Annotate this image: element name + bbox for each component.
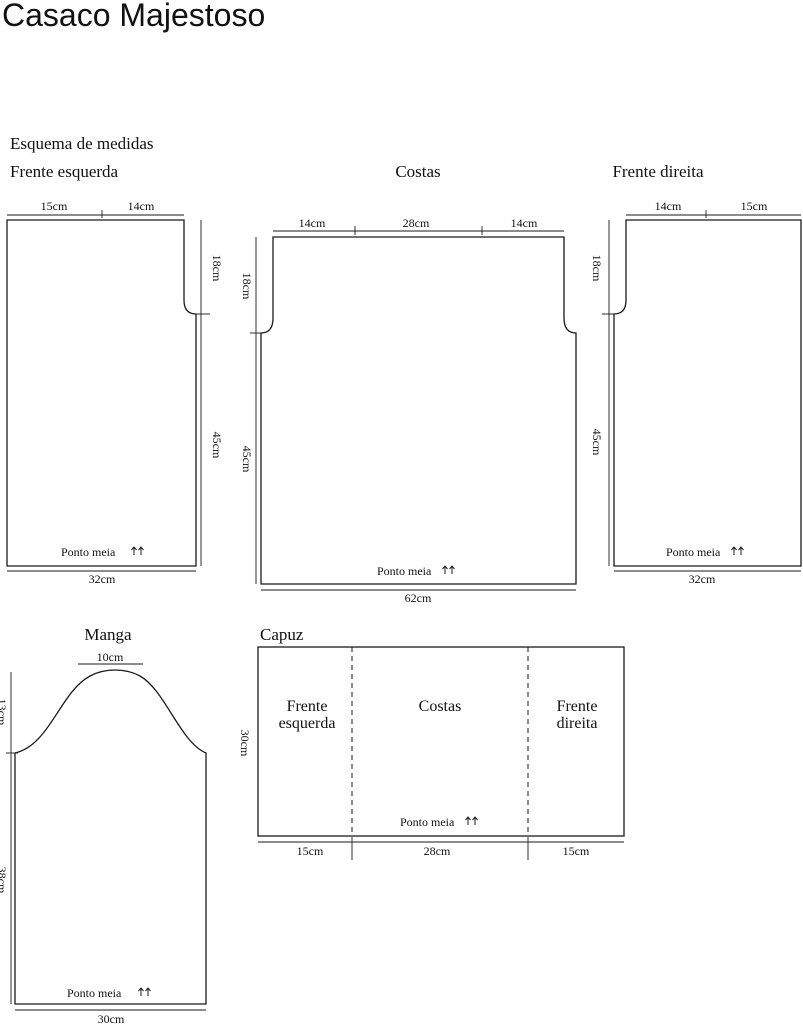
hood-height-label: 30cm bbox=[238, 730, 252, 757]
right-front-bottom-label: 32cm bbox=[689, 572, 716, 586]
back-stitch-label: Ponto meia bbox=[377, 564, 432, 578]
sleeve-bottom-label: 30cm bbox=[98, 1012, 125, 1024]
hood-left-section-label-1: Frente bbox=[287, 698, 328, 715]
left-front-top-left-label: 15cm bbox=[41, 199, 68, 213]
back-outline bbox=[260, 236, 577, 585]
right-front-armhole-label: 18cm bbox=[590, 255, 604, 282]
knit-arrows-icon bbox=[131, 546, 144, 556]
back-side-label: 45cm bbox=[240, 446, 254, 473]
right-front-title: Frente direita bbox=[612, 162, 704, 181]
hood-title: Capuz bbox=[260, 625, 304, 644]
back-piece: Costas 14cm 28cm 14cm 18cm 45cm Ponto me… bbox=[240, 162, 577, 605]
knit-arrows-icon bbox=[731, 546, 744, 556]
right-front-top-left-label: 14cm bbox=[655, 199, 682, 213]
sleeve-cap-height-label: 13cm bbox=[0, 699, 9, 726]
sleeve-piece: Manga 10cm 13cm 38cm Ponto meia 30cm bbox=[0, 625, 207, 1024]
left-front-stitch-label: Ponto meia bbox=[61, 545, 116, 559]
right-front-top-right-label: 15cm bbox=[741, 199, 768, 213]
left-front-title: Frente esquerda bbox=[10, 162, 119, 181]
left-front-bottom-label: 32cm bbox=[89, 572, 116, 586]
knit-arrows-icon bbox=[138, 987, 151, 997]
hood-right-section-label-2: direita bbox=[557, 715, 598, 732]
hood-bottom-mid-label: 28cm bbox=[424, 844, 451, 858]
left-front-outline bbox=[6, 219, 197, 567]
hood-mid-section-label: Costas bbox=[419, 698, 462, 715]
sleeve-outline bbox=[14, 669, 207, 1005]
back-top-mid-label: 28cm bbox=[403, 216, 430, 230]
hood-outline bbox=[257, 646, 625, 837]
hood-piece: Capuz Frente esquerda Costas Frente dire… bbox=[238, 625, 625, 860]
back-bottom-label: 62cm bbox=[405, 591, 432, 605]
hood-bottom-right-label: 15cm bbox=[563, 844, 590, 858]
right-front-side-label: 45cm bbox=[590, 429, 604, 456]
hood-bottom-left-label: 15cm bbox=[297, 844, 324, 858]
hood-left-section-label-2: esquerda bbox=[279, 715, 336, 732]
right-front-stitch-label: Ponto meia bbox=[666, 545, 721, 559]
page-title: Casaco Majestoso bbox=[2, 0, 265, 33]
right-front-piece: Frente direita 14cm 15cm 18cm 45cm Ponto… bbox=[590, 162, 802, 586]
diagram-subtitle: Esquema de medidas bbox=[10, 134, 154, 153]
right-front-outline bbox=[613, 219, 802, 567]
knit-arrows-icon bbox=[442, 565, 455, 575]
hood-stitch-label: Ponto meia bbox=[400, 815, 455, 829]
sleeve-title: Manga bbox=[84, 625, 132, 644]
knit-arrows-icon bbox=[465, 816, 478, 826]
left-front-side-label: 45cm bbox=[210, 432, 224, 459]
sleeve-cap-label: 10cm bbox=[97, 650, 124, 664]
left-front-piece: Frente esquerda 15cm 14cm 18cm 45cm Pont… bbox=[6, 162, 224, 586]
back-armhole-label: 18cm bbox=[240, 273, 254, 300]
left-front-top-right-label: 14cm bbox=[128, 199, 155, 213]
sleeve-length-label: 38cm bbox=[0, 867, 9, 894]
back-title: Costas bbox=[395, 162, 440, 181]
back-top-left-label: 14cm bbox=[299, 216, 326, 230]
left-front-armhole-label: 18cm bbox=[210, 255, 224, 282]
hood-right-section-label-1: Frente bbox=[557, 698, 598, 715]
back-top-right-label: 14cm bbox=[511, 216, 538, 230]
sleeve-stitch-label: Ponto meia bbox=[67, 986, 122, 1000]
